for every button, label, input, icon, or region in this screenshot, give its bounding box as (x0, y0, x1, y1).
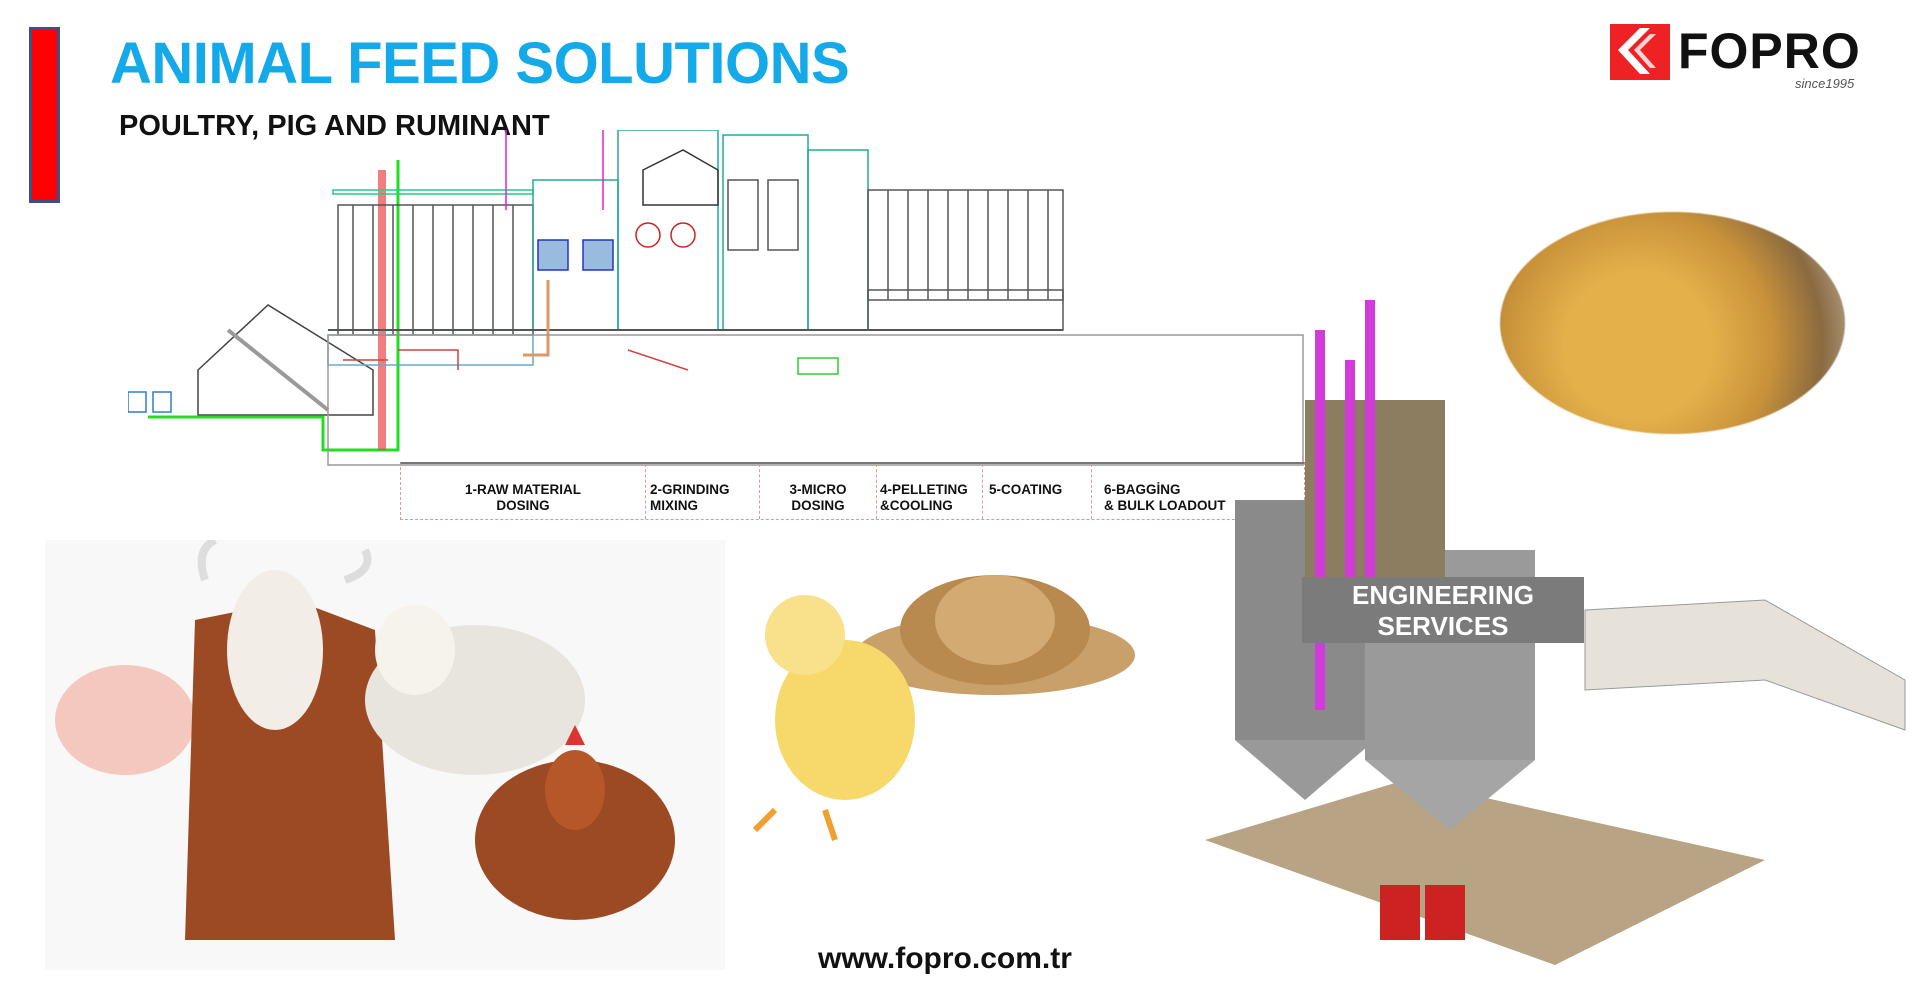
process-step: 4-PELLETING&COOLING (877, 464, 983, 519)
feed-pellet-pile-image (855, 575, 1135, 695)
pellet-closeup-image (1500, 212, 1845, 434)
page-subtitle: POULTRY, PIG AND RUMINANT (119, 110, 550, 142)
website-link[interactable]: www.fopro.com.tr (818, 942, 1072, 975)
badge-line-1: ENGINEERING (1351, 580, 1535, 610)
logo-mark-icon (1610, 24, 1670, 80)
feed-mill-3d-model-image (1205, 300, 1906, 965)
process-step: 5-COATING (983, 464, 1092, 519)
engineering-services-badge: ENGINEERING SERVICES (1302, 577, 1584, 643)
fopro-logo: FOPRO since1995 (1610, 22, 1860, 97)
livestock-animals-image (45, 540, 915, 970)
logo-tagline: since1995 (1795, 76, 1855, 91)
page-title: ANIMAL FEED SOLUTIONS (110, 31, 850, 96)
process-step: 6-BAGGİNG& BULK LOADOUT (1104, 482, 1226, 513)
process-flow-diagram (128, 130, 1304, 466)
logo-name: FOPRO (1678, 23, 1861, 79)
red-accent-bar (29, 27, 60, 203)
badge-line-2: SERVICES (1377, 611, 1509, 641)
